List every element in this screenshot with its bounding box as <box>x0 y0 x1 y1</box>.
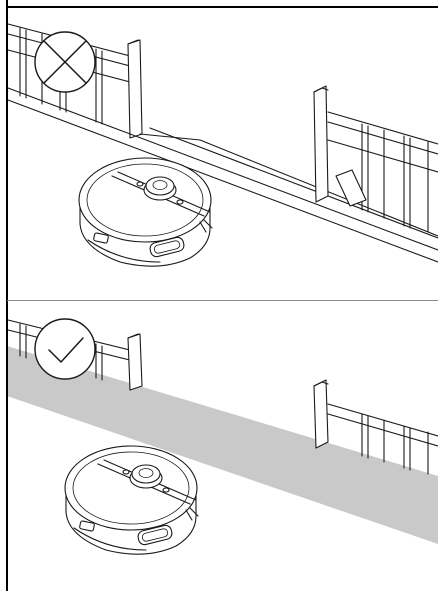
incorrect-scene <box>0 0 438 300</box>
frame-left-border <box>6 0 8 591</box>
incorrect-placement-panel <box>0 0 438 300</box>
correct-placement-panel <box>0 300 438 591</box>
frame-top-border <box>6 6 438 8</box>
panel-divider <box>7 300 438 301</box>
correct-marker <box>35 319 95 379</box>
incorrect-marker <box>35 32 95 92</box>
correct-scene <box>0 300 438 591</box>
floor-edges <box>8 88 438 262</box>
robot-vacuum <box>79 158 212 266</box>
robot-vacuum <box>65 446 198 554</box>
check-icon <box>35 319 95 379</box>
